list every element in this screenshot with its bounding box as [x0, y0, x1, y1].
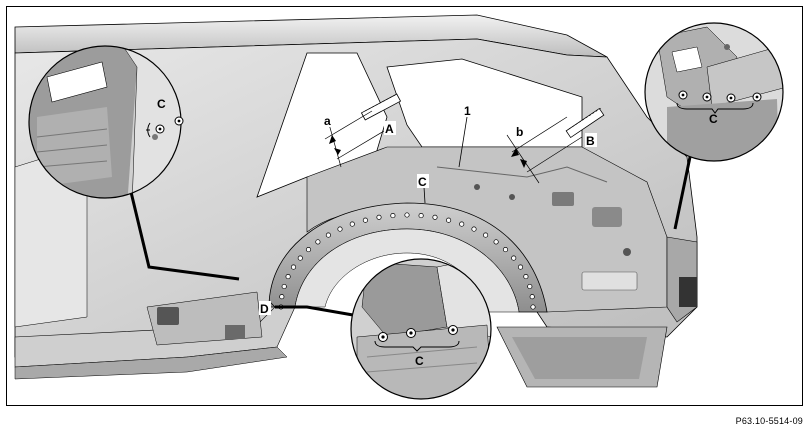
detail-leader-left — [129, 191, 240, 281]
leader-1 — [458, 116, 468, 168]
leader-c-arch — [423, 186, 426, 204]
callout-C-left: C — [157, 97, 166, 111]
callout-B: B — [586, 134, 595, 148]
spot-weld — [325, 232, 331, 238]
spot-weld — [315, 239, 321, 245]
detail-view-middle — [350, 258, 492, 400]
callout-C-arch: C — [418, 175, 427, 189]
spot-weld — [297, 255, 303, 261]
spot-weld — [493, 239, 499, 245]
callout-a: a — [324, 114, 331, 128]
callout-D: D — [260, 302, 269, 316]
illustration-frame: a b 1 A B C C C C D — [6, 6, 803, 406]
spot-weld — [483, 232, 489, 238]
spot-weld — [404, 212, 410, 218]
spot-weld — [279, 294, 285, 300]
detail-leader-right — [673, 156, 692, 230]
spot-weld — [337, 226, 343, 232]
dimension-b — [506, 116, 583, 184]
spot-weld — [511, 255, 517, 261]
spot-weld — [530, 304, 536, 310]
weld-strip-b — [565, 107, 605, 139]
callout-1: 1 — [464, 104, 471, 118]
spot-weld — [362, 217, 368, 223]
callout-labels: a b 1 A B C C C C D — [157, 97, 718, 368]
spot-weld — [290, 264, 297, 270]
spot-weld — [349, 221, 355, 227]
spot-weld — [517, 264, 524, 270]
spot-weld — [432, 214, 438, 220]
callout-A: A — [385, 122, 394, 136]
spot-weld — [446, 217, 452, 223]
callout-b: b — [516, 125, 523, 139]
callout-C-right: C — [709, 112, 718, 126]
spot-weld — [418, 213, 424, 219]
spot-weld — [376, 214, 382, 220]
body-diagram: a b 1 A B C C C C D — [14, 14, 784, 400]
dimension-a — [324, 110, 385, 168]
spot-weld — [527, 283, 533, 290]
spot-weld — [281, 283, 287, 290]
callout-C-middle: C — [415, 354, 424, 368]
spot-weld — [502, 247, 509, 253]
detail-leader-middle — [275, 305, 354, 317]
detail-view-left — [28, 45, 184, 199]
detail-view-right — [644, 22, 784, 162]
spot-weld — [529, 294, 535, 300]
spot-weld — [459, 221, 465, 227]
spot-weld — [471, 226, 477, 232]
figure-reference: P63.10-5514-09 — [735, 416, 803, 426]
spot-weld — [390, 213, 396, 219]
spot-weld — [523, 274, 529, 280]
spot-weld — [305, 247, 312, 253]
spot-weld — [285, 274, 291, 280]
